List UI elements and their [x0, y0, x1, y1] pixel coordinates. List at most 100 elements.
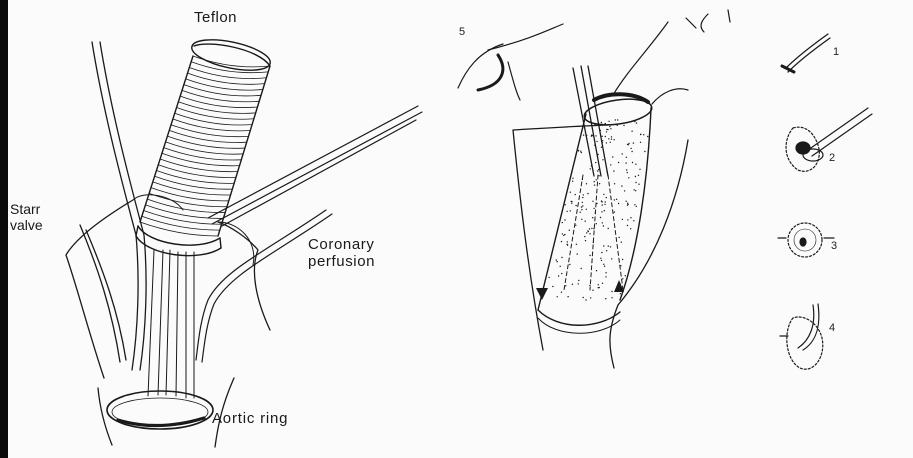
stipple-dot — [558, 275, 559, 276]
stipple-dot — [581, 219, 582, 220]
graft-ridge — [155, 176, 233, 189]
stipple-dot — [566, 211, 567, 212]
stipple-dot — [567, 296, 568, 297]
stipple-dot — [635, 176, 636, 177]
stipple-dot — [594, 184, 595, 185]
step-1-drawing — [782, 34, 830, 72]
stipple-dot — [601, 211, 602, 212]
stipple-dot — [617, 125, 618, 126]
stipple-dot — [600, 258, 601, 259]
stipple-dot — [614, 139, 615, 140]
stipple-dot — [590, 297, 591, 298]
stipple-dot — [638, 184, 639, 185]
stipple-dot — [606, 131, 607, 132]
step-number-2: 2 — [829, 152, 835, 164]
stipple-dot — [602, 222, 603, 223]
label-coronary-perfusion: Coronary perfusion — [308, 236, 403, 270]
stipple-dot — [635, 190, 636, 191]
stipple-dot — [557, 296, 558, 297]
stipple-dot — [620, 293, 621, 294]
label-aortic-ring: Aortic ring — [212, 410, 288, 427]
label-teflon: Teflon — [194, 9, 237, 26]
stipple-dot — [562, 222, 563, 223]
stipple-dot — [587, 230, 588, 231]
stipple-dot — [632, 162, 633, 163]
surgical-illustration: Teflon Starr valve Coronary perfusion Ao… — [8, 0, 913, 458]
stipple-dot — [627, 172, 628, 173]
stipple-dot — [631, 151, 632, 152]
stipple-dot — [618, 237, 619, 238]
stipple-dot — [591, 134, 592, 135]
stipple-dot — [583, 134, 584, 135]
stipple-dot — [582, 205, 583, 206]
stipple-dot — [622, 278, 623, 279]
stipple-dot — [552, 286, 553, 287]
ring-sutures — [148, 250, 194, 398]
stipple-dot — [604, 210, 605, 211]
stipple-dot — [565, 204, 566, 205]
stipple-dot — [610, 246, 611, 247]
stipple-dot — [621, 185, 622, 186]
stipple-dot — [605, 276, 606, 277]
stipple-dot — [614, 183, 615, 184]
coronary-perfusion-catheters — [196, 106, 422, 362]
stipple-dot — [608, 121, 609, 122]
stipple-dot — [548, 277, 549, 278]
stipple-dot — [587, 193, 588, 194]
stipple-dot — [570, 192, 571, 193]
stipple-dot — [589, 285, 590, 286]
stipple-dot — [595, 135, 596, 136]
middle-graft — [538, 89, 688, 333]
stipple-dot — [622, 153, 623, 154]
stipple-dot — [594, 124, 595, 125]
graft-ridge — [160, 159, 238, 172]
stipple-dot — [627, 219, 628, 220]
stipple-dot — [557, 261, 558, 262]
starr-valve-catheter — [80, 42, 146, 370]
stipple-dot — [585, 240, 586, 241]
stipple-dot — [633, 220, 634, 221]
stipple-dot — [569, 264, 570, 265]
stipple-dot — [597, 170, 598, 171]
stipple-dot — [589, 255, 590, 256]
step-number-4: 4 — [829, 322, 835, 334]
stipple-dot — [604, 266, 605, 267]
stipple-dot — [577, 253, 578, 254]
stipple-dot — [615, 119, 616, 120]
stipple-dot — [612, 156, 613, 157]
stipple-dot — [634, 189, 635, 190]
stipple-dot — [625, 162, 626, 163]
stipple-dot — [611, 136, 612, 137]
stipple-dot — [591, 228, 592, 229]
stipple-dot — [596, 141, 597, 142]
stipple-dot — [628, 143, 629, 144]
stipple-dot — [611, 258, 612, 259]
stipple-dot — [610, 128, 611, 129]
stipple-dot — [609, 126, 610, 127]
stipple-dot — [565, 285, 566, 286]
stipple-dot — [589, 228, 590, 229]
stipple-dot — [634, 204, 635, 205]
stipple-dot — [613, 170, 614, 171]
stipple-dot — [608, 245, 609, 246]
step-number-5: 5 — [459, 26, 465, 38]
stipple-dot — [614, 211, 615, 212]
middle-panel-drawing — [458, 10, 730, 368]
step-3-drawing — [778, 223, 834, 257]
top-sutures — [613, 10, 730, 95]
wall-marker — [536, 280, 624, 300]
graft-stippling — [548, 119, 648, 300]
stipple-dot — [614, 199, 615, 200]
stipple-dot — [617, 119, 618, 120]
stipple-dot — [625, 275, 626, 276]
stipple-dot — [631, 131, 632, 132]
stipple-dot — [581, 152, 582, 153]
middle-aortic-wall — [513, 125, 688, 368]
stipple-dot — [634, 121, 635, 122]
graft-ridge — [156, 170, 234, 183]
stipple-dot — [603, 194, 604, 195]
stipple-dot — [572, 284, 573, 285]
stipple-dot — [572, 178, 573, 179]
aortic-ring — [107, 391, 213, 429]
stipple-dot — [618, 203, 619, 204]
